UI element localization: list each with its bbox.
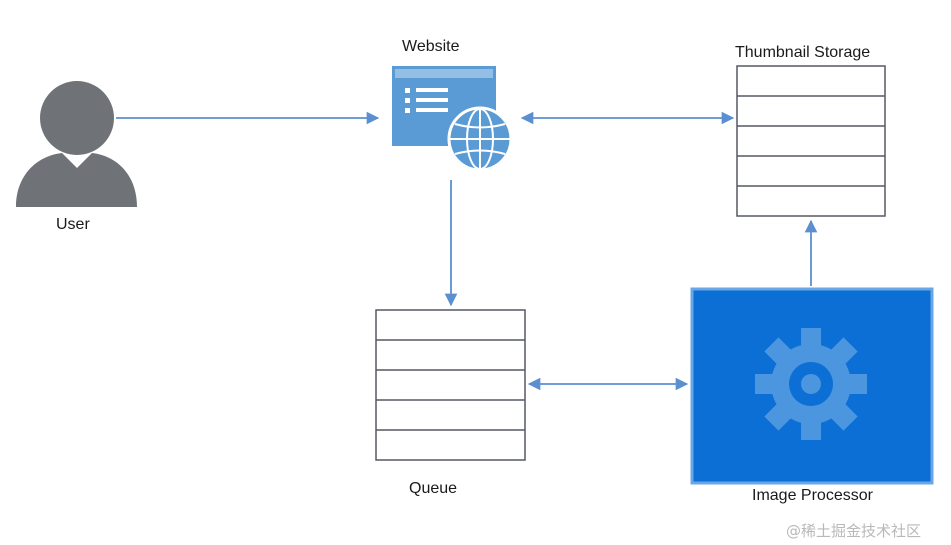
- watermark-text: @稀土掘金技术社区: [786, 522, 922, 540]
- queue-table-icon: [375, 309, 526, 461]
- user-label: User: [56, 216, 90, 233]
- website-label: Website: [402, 38, 460, 55]
- thumbnail-storage-label: Thumbnail Storage: [735, 44, 871, 61]
- image-processor-label: Image Processor: [752, 487, 873, 504]
- queue-label: Queue: [409, 480, 458, 497]
- storage-table-icon: [736, 65, 886, 217]
- image-processor-box: [690, 287, 934, 485]
- connectors: [116, 111, 818, 391]
- user-icon: [16, 81, 137, 207]
- website-globe-icon: [392, 66, 513, 172]
- gear-icon: [755, 328, 867, 440]
